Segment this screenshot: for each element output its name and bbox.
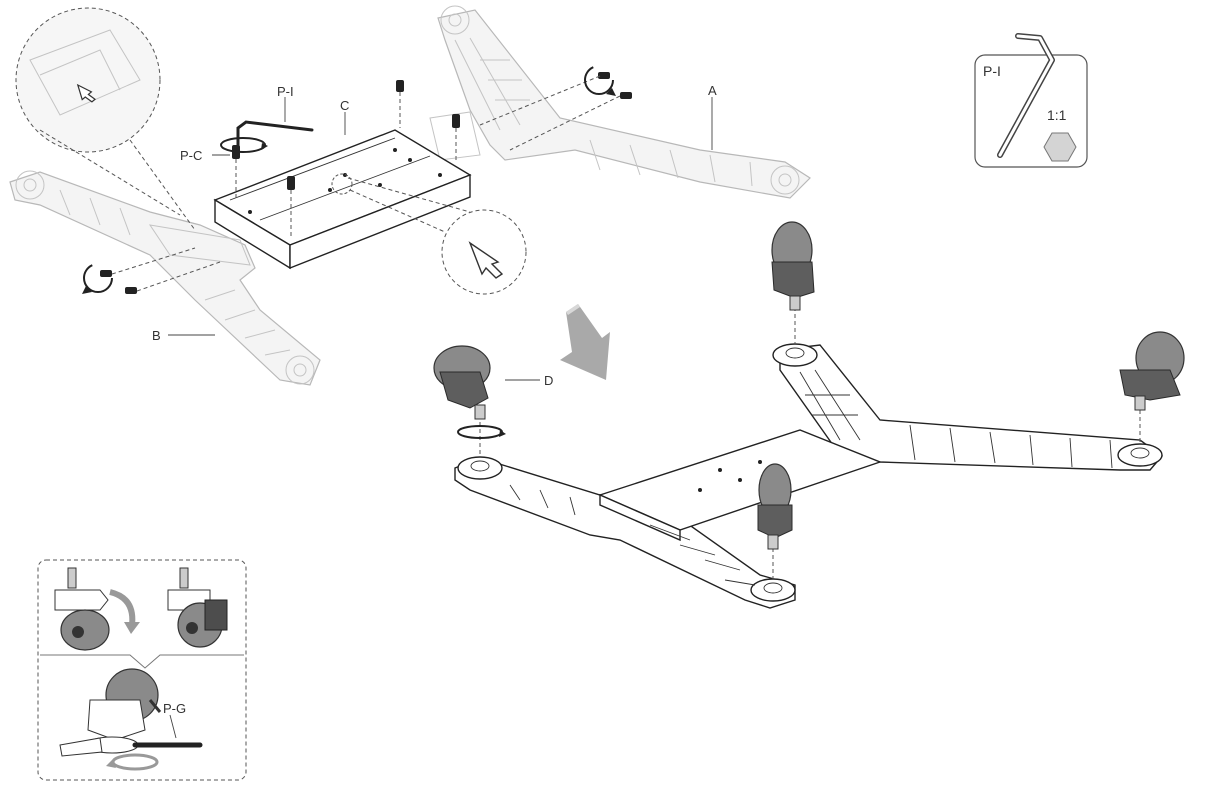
down-arrow-icon (560, 304, 610, 380)
tool-box-pi (974, 33, 1088, 168)
hex-nut-icon (1043, 132, 1077, 162)
label-part-b: B (152, 328, 161, 343)
label-part-c: C (340, 98, 349, 113)
label-part-d: D (544, 373, 553, 388)
tool-box-scale: 1:1 (1047, 107, 1067, 123)
leg-a-ghost (429, 5, 811, 199)
label-tool-pi: P-I (277, 84, 294, 99)
label-tool-pg: P-G (163, 701, 186, 716)
brake-detail-box (37, 559, 247, 781)
frame-c (213, 129, 472, 270)
detail-zoom-top (15, 7, 196, 231)
allen-key-pi (236, 120, 314, 152)
cursor-arrow-icon (468, 241, 504, 279)
rotate-arrow-icon (584, 65, 616, 96)
assembled-base (454, 343, 1164, 609)
label-part-a: A (708, 83, 717, 98)
leg-b-ghost (9, 170, 321, 386)
leader-lines (168, 97, 713, 381)
rotate-arrow-icon (82, 263, 113, 294)
caster-back (771, 221, 815, 311)
cursor-arrow-icon (76, 83, 96, 103)
label-screw-pc: P-C (180, 148, 202, 163)
tool-box-name: P-I (983, 63, 1001, 79)
caster-front (757, 463, 793, 550)
rotate-arrow-icon (220, 137, 268, 153)
detail-zoom-mid (331, 173, 527, 295)
caster-d-left (433, 345, 506, 439)
caster-right (1119, 331, 1185, 411)
